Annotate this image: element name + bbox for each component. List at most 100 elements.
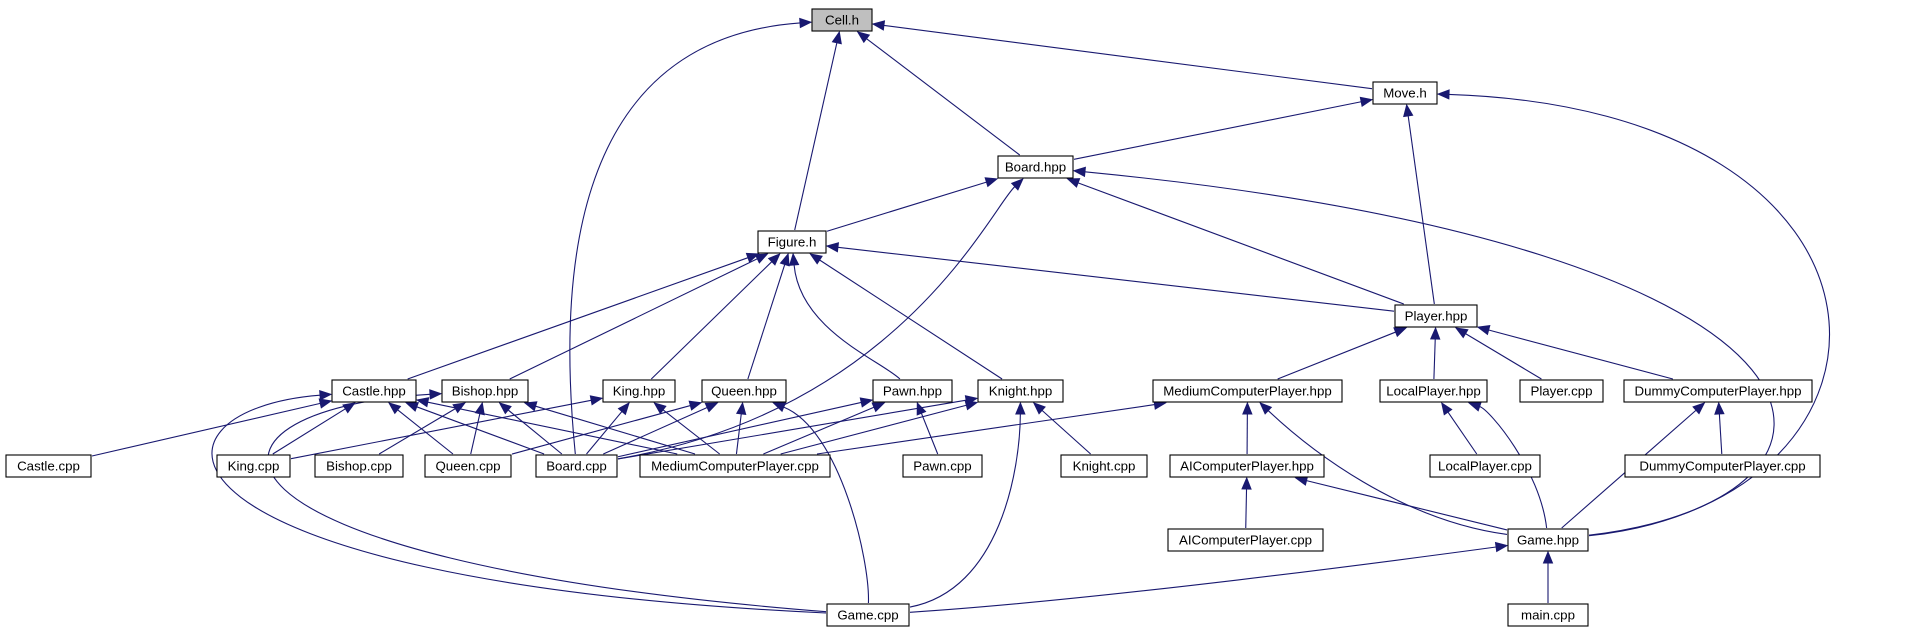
node-label: Queen.cpp [435,459,500,474]
arrowhead-icon [735,401,747,416]
arrowhead-icon [1359,96,1374,108]
node-game-hpp[interactable]: Game.hpp [1507,528,1589,552]
node-label: LocalPlayer.cpp [1438,459,1532,474]
edge-move-h-to-cell-h [871,20,1373,90]
edge-line [1041,409,1092,455]
edge-line [1084,171,1775,536]
arrowhead-icon [831,30,842,45]
edge-game-cpp-to-queen-hpp [772,402,869,604]
edge-game-cpp-to-bishop-hpp [267,389,827,613]
node-pawn-hpp[interactable]: Pawn.hpp [872,379,953,403]
node-king-hpp[interactable]: King.hpp [602,379,676,403]
edge-line [1077,182,1404,305]
node-label: Castle.cpp [17,459,80,474]
node-label: DummyComputerPlayer.cpp [1639,459,1805,474]
arrowhead-icon [523,401,538,412]
edge-game-hpp-to-medium-hpp [1259,402,1508,536]
node-ai-cpp[interactable]: AIComputerPlayer.cpp [1167,528,1324,552]
edge-line [662,409,720,455]
arrowhead-icon [1454,327,1469,339]
node-knight-hpp[interactable]: Knight.hpp [977,379,1064,403]
node-queen-cpp[interactable]: Queen.cpp [424,454,512,478]
arrowhead-icon [1429,326,1441,340]
node-bishop-cpp[interactable]: Bishop.cpp [314,454,404,478]
arrowhead-icon [916,401,927,416]
arrowhead-icon [1403,103,1414,118]
arrowhead-icon [871,402,886,413]
node-cell-h[interactable]: Cell.h [811,8,873,32]
edge-line [883,24,1373,90]
edge-medium-cpp-to-queen-hpp [735,401,747,455]
node-box [872,379,953,403]
node-label: Board.hpp [1005,160,1066,175]
edge-line [1465,333,1542,380]
node-label: Pawn.hpp [883,384,942,399]
node-box [1379,379,1488,403]
edge-player-hpp-to-move-h [1403,103,1435,305]
node-box [1519,379,1604,403]
edge-game-cpp-to-castle-hpp [211,390,827,614]
node-board-cpp[interactable]: Board.cpp [535,454,618,478]
node-label: Bishop.hpp [452,384,519,399]
node-label: AIComputerPlayer.hpp [1180,459,1314,474]
arrowhead-icon [1692,402,1706,415]
node-box [441,379,529,403]
node-dummy-cpp[interactable]: DummyComputerPlayer.cpp [1624,454,1821,478]
arrowhead-icon [984,177,999,188]
node-main-cpp[interactable]: main.cpp [1507,603,1589,627]
edge-line [1073,101,1362,160]
node-label: Knight.hpp [989,384,1053,399]
edge-line [826,181,987,232]
edge-line [267,393,827,613]
node-label: King.cpp [228,459,280,474]
node-box [535,454,618,478]
edge-board-hpp-to-move-h [1073,96,1374,160]
edge-line [819,259,1003,380]
nodes-layer: Cell.hMove.hBoard.hppFigure.hPlayer.hppC… [5,8,1821,627]
arrowhead-icon [1393,327,1408,338]
arrowhead-icon [1542,550,1554,564]
node-box [826,603,910,627]
node-knight-cpp[interactable]: Knight.cpp [1060,454,1148,478]
edge-local-cpp-to-local-hpp [1440,401,1478,455]
node-player-cpp[interactable]: Player.cpp [1519,379,1604,403]
edge-line [586,411,623,455]
edge-castle-cpp-to-castle-hpp [91,398,333,457]
node-bishop-hpp[interactable]: Bishop.hpp [441,379,529,403]
edge-game-hpp-to-local-hpp [1467,401,1548,529]
node-label: Queen.hpp [711,384,777,399]
edge-line [763,406,875,455]
edge-line [650,261,773,380]
node-game-cpp[interactable]: Game.cpp [826,603,910,627]
edge-line [1447,411,1478,455]
arrowhead-icon [688,400,703,411]
node-box [1152,379,1343,403]
node-box [1372,81,1438,105]
node-player-hpp[interactable]: Player.hpp [1394,304,1478,328]
edge-line [617,401,862,458]
node-medium-cpp[interactable]: MediumComputerPlayer.cpp [639,454,831,478]
arrowhead-icon [1241,476,1252,490]
node-pawn-cpp[interactable]: Pawn.cpp [902,454,983,478]
node-move-h[interactable]: Move.h [1372,81,1438,105]
edge-medium-cpp-to-pawn-hpp [763,402,886,455]
node-board-hpp[interactable]: Board.hpp [997,155,1074,179]
edge-line [1433,338,1436,380]
arrowhead-icon [1476,325,1491,336]
node-castle-hpp[interactable]: Castle.hpp [331,379,417,403]
node-dummy-hpp[interactable]: DummyComputerPlayer.hpp [1623,379,1813,403]
node-label: Bishop.cpp [326,459,392,474]
node-local-hpp[interactable]: LocalPlayer.hpp [1379,379,1488,403]
node-castle-cpp[interactable]: Castle.cpp [5,454,92,478]
node-box [1507,528,1589,552]
node-label: MediumComputerPlayer.cpp [651,459,819,474]
arrowhead-icon [617,401,630,416]
node-local-cpp[interactable]: LocalPlayer.cpp [1429,454,1541,478]
arrowhead-icon [452,402,466,414]
node-medium-hpp[interactable]: MediumComputerPlayer.hpp [1152,379,1343,403]
node-king-cpp[interactable]: King.cpp [216,454,291,478]
edge-ai-hpp-to-medium-hpp [1242,401,1253,455]
node-queen-hpp[interactable]: Queen.hpp [701,379,787,403]
node-figure-h[interactable]: Figure.h [757,230,827,254]
node-ai-hpp[interactable]: AIComputerPlayer.hpp [1169,454,1325,478]
